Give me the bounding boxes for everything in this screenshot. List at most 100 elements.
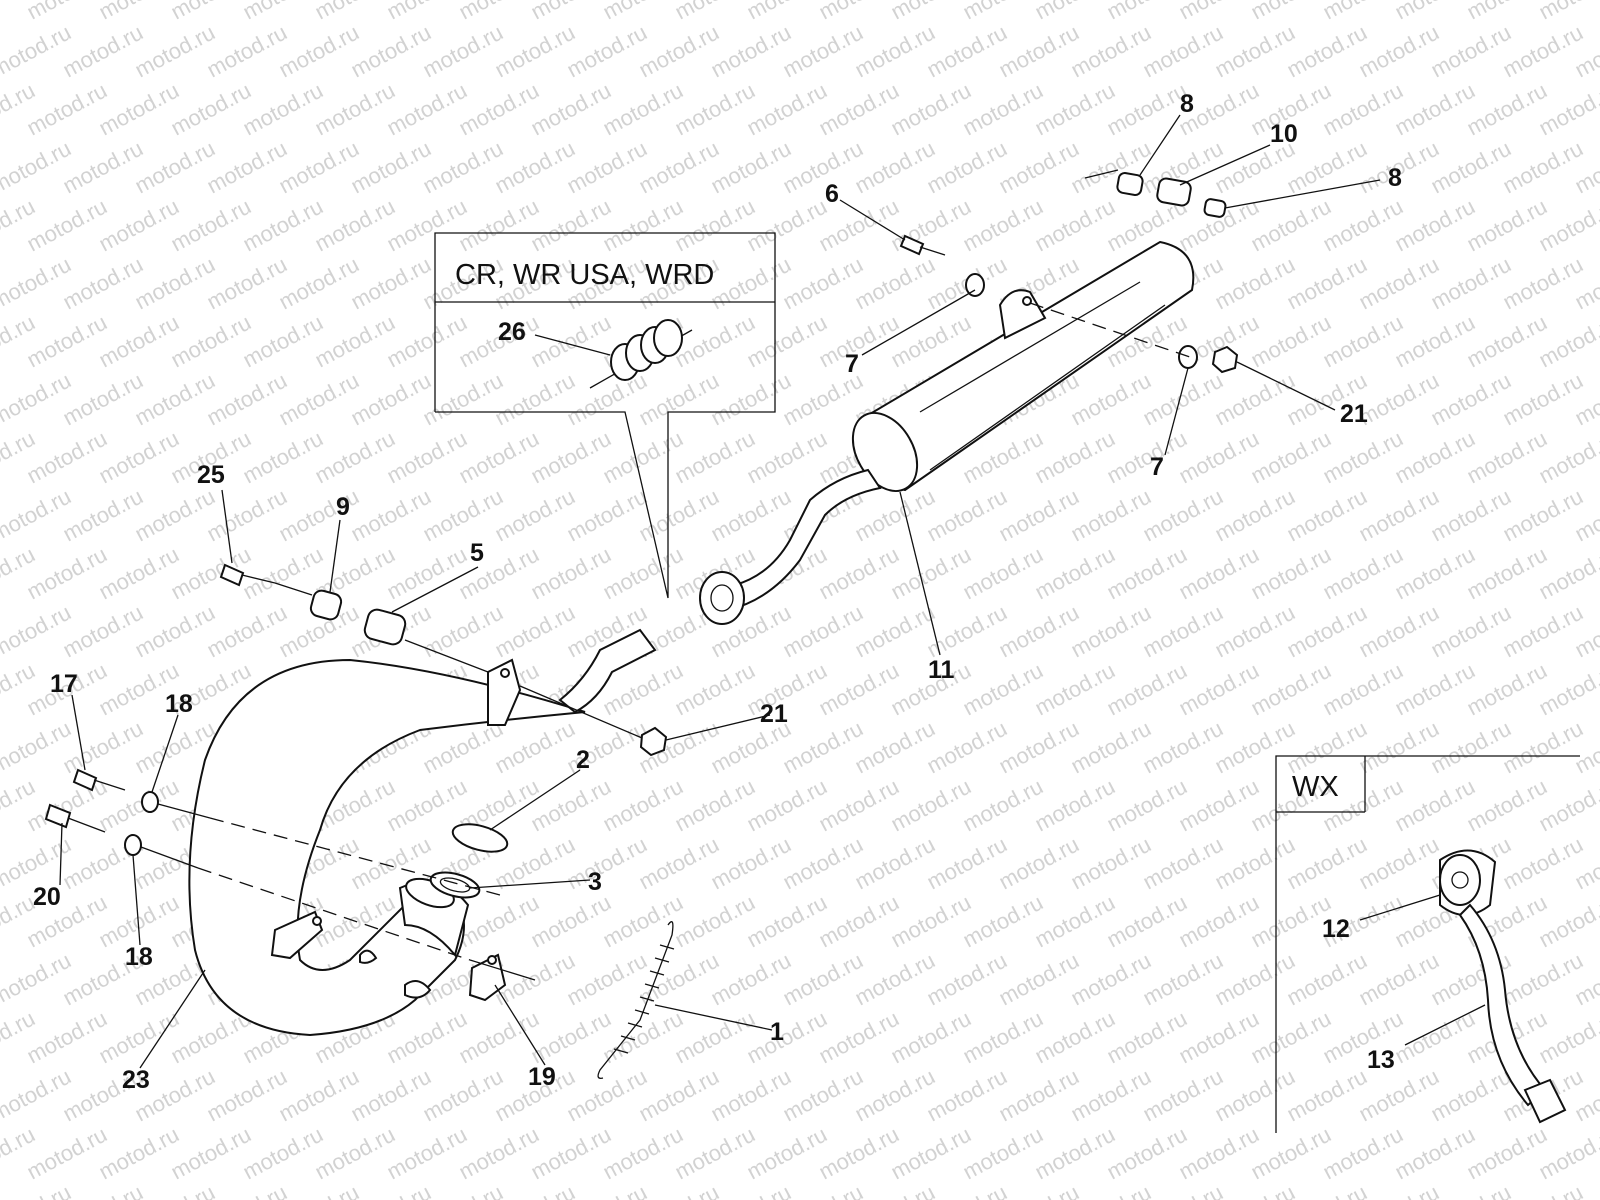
watermark-text: motod.ru [383,426,471,489]
watermark-text: motod.ru [1427,484,1515,547]
watermark-text: motod.ru [0,368,75,431]
watermark-text: motod.ru [203,1064,291,1127]
watermark-text: motod.ru [1283,948,1371,1011]
watermark-text: motod.ru [779,136,867,199]
watermark-text: motod.ru [887,542,975,605]
watermark-text: motod.ru [1535,542,1600,605]
watermark-text: motod.ru [1319,1122,1407,1185]
watermark-text: motod.ru [203,136,291,199]
watermark-text: motod.ru [707,832,795,895]
watermark-text: motod.ru [959,1122,1047,1185]
watermark-text: motod.ru [275,252,363,315]
callout-6: 6 [825,180,839,208]
watermark-text: motod.ru [131,20,219,83]
watermark-text: motod.ru [275,136,363,199]
watermark-text: motod.ru [923,20,1011,83]
watermark-text: motod.ru [1535,658,1600,721]
watermark-text: motod.ru [1031,1122,1119,1185]
watermark-text: motod.ru [23,194,111,257]
watermark-text: motod.ru [1463,542,1551,605]
watermark-text: motod.ru [671,310,759,373]
watermark-text: motod.ru [1499,832,1587,895]
watermark-text: motod.ru [1319,78,1407,141]
watermark-text: motod.ru [563,484,651,547]
watermark-text: motod.ru [95,1006,183,1069]
watermark-text: motod.ru [1211,368,1299,431]
watermark-text: motod.ru [1175,1006,1263,1069]
watermark-text: motod.ru [95,1122,183,1185]
watermark-text: motod.ru [1391,78,1479,141]
watermark-text: motod.ru [1319,194,1407,257]
watermark-text: motod.ru [1211,600,1299,663]
watermark-text: motod.ru [491,368,579,431]
watermark-text: motod.ru [1067,484,1155,547]
watermark-text: motod.ru [0,948,75,1011]
watermark-text: motod.ru [1211,716,1299,779]
watermark-text: motod.ru [1031,1006,1119,1069]
watermark-text: motod.ru [1139,600,1227,663]
watermark-text: motod.ru [959,1006,1047,1069]
watermark-text: motod.ru [59,136,147,199]
watermark-text: motod.ru [59,600,147,663]
watermark-text: motod.ru [1463,658,1551,721]
watermark-text: motod.ru [635,368,723,431]
watermark-text: motod.ru [1463,1122,1551,1185]
watermark-text: motod.ru [1535,0,1600,24]
callout-3: 3 [588,868,602,896]
watermark-text: motod.ru [851,832,939,895]
watermark-text: motod.ru [491,136,579,199]
watermark-text: motod.ru [671,1006,759,1069]
variant-box-wx: WX [1275,755,1580,1133]
watermark-text: motod.ru [1031,542,1119,605]
watermark-text: motod.ru [815,774,903,837]
watermark-text: motod.ru [851,20,939,83]
watermark-text: motod.ru [491,484,579,547]
watermark-text: motod.ru [455,1006,543,1069]
watermark-text: motod.ru [1463,426,1551,489]
callout-23: 23 [122,1066,150,1094]
watermark-text: motod.ru [1211,948,1299,1011]
watermark-text: motod.ru [347,368,435,431]
watermark-text: motod.ru [671,890,759,953]
watermark-text: motod.ru [1247,1006,1335,1069]
watermark-text: motod.ru [239,194,327,257]
watermark-text: motod.ru [527,194,615,257]
watermark-text: motod.ru [1535,310,1600,373]
watermark-text: motod.ru [779,948,867,1011]
watermark-text: motod.ru [815,542,903,605]
callout-21b: 21 [760,700,788,728]
watermark-text: motod.ru [0,20,75,83]
watermark-text: motod.ru [995,948,1083,1011]
watermark-text: motod.ru [1031,658,1119,721]
watermark-text: motod.ru [1067,948,1155,1011]
watermark-text: motod.ru [95,194,183,257]
watermark-text: motod.ru [131,368,219,431]
watermark-text: motod.ru [671,78,759,141]
watermark-text: motod.ru [995,716,1083,779]
watermark-text: motod.ru [1103,774,1191,837]
watermark-text: motod.ru [0,252,75,315]
watermark-text: motod.ru [599,774,687,837]
watermark-text: motod.ru [203,484,291,547]
watermark-text: motod.ru [923,1064,1011,1127]
watermark-text: motod.ru [455,194,543,257]
watermark-text: motod.ru [887,774,975,837]
watermark-text: motod.ru [1175,890,1263,953]
watermark-text: motod.ru [1355,20,1443,83]
watermark-text: motod.ru [851,948,939,1011]
watermark-text: motod.ru [1283,20,1371,83]
watermark-text: motod.ru [1283,600,1371,663]
watermark-text: motod.ru [743,1122,831,1185]
watermark-text: motod.ru [923,600,1011,663]
watermark-text: motod.ru [0,484,75,547]
watermark-text: motod.ru [959,542,1047,605]
watermark-text: motod.ru [491,20,579,83]
watermark-text: motod.ru [851,600,939,663]
watermark-text: motod.ru [1211,1064,1299,1127]
watermark-text: motod.ru [599,890,687,953]
watermark-text: motod.ru [131,136,219,199]
watermark-text: motod.ru [1175,658,1263,721]
watermark-text: motod.ru [851,252,939,315]
watermark-text: motod.ru [1103,658,1191,721]
